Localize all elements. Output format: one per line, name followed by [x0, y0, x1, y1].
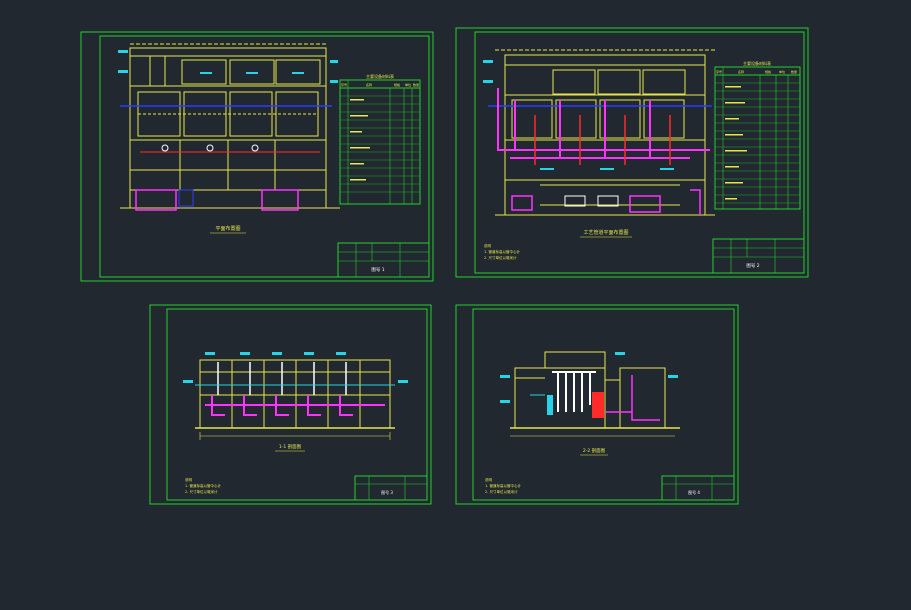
notes-2: 说明 1. 管道标高以管中心计 2. 尺寸单位以毫米计 — [484, 243, 520, 260]
svg-text:序号: 序号 — [716, 69, 722, 74]
svg-text:单位: 单位 — [779, 69, 785, 74]
material-table-1-title: 主要设备材料表 — [366, 73, 394, 79]
sheet-number-4: 图号 4 — [688, 489, 700, 495]
svg-text:说明: 说明 — [485, 477, 493, 482]
section-1-annotations — [183, 352, 408, 383]
svg-text:1. 管道标高以管中心计: 1. 管道标高以管中心计 — [485, 483, 521, 488]
section-1-pipes — [195, 362, 395, 416]
sheet-number-2: 图号 2 — [746, 263, 759, 269]
title-block-1: 图号 1 — [337, 242, 430, 278]
material-table-1-header: 序号 名称 规格 单位 数量 — [341, 82, 419, 87]
svg-text:2. 尺寸单位以毫米计: 2. 尺寸单位以毫米计 — [185, 489, 218, 494]
svg-text:2. 尺寸单位以毫米计: 2. 尺寸单位以毫米计 — [485, 489, 518, 494]
svg-text:单位: 单位 — [405, 82, 411, 87]
svg-text:数量: 数量 — [413, 82, 419, 87]
notes-3: 说明 1. 管道标高以管中心计 2. 尺寸单位以毫米计 — [185, 477, 221, 494]
section-2-annotations — [500, 352, 678, 403]
svg-text:名称: 名称 — [738, 69, 744, 74]
svg-text:名称: 名称 — [366, 82, 372, 87]
plan-annotations — [118, 50, 338, 83]
section-2-view — [510, 351, 680, 437]
drawing-sheet-section-2[interactable]: 2-2 剖面图 说明 1. 管道标高以管中心计 2. 尺寸单位以毫米计 图号 4 — [455, 304, 739, 505]
svg-text:序号: 序号 — [341, 82, 347, 87]
process-plan-view — [495, 49, 715, 216]
plan-pipes — [135, 144, 320, 211]
sheet-number-3: 图号 3 — [381, 489, 393, 495]
sheet-title-1: 平面布置图 — [215, 225, 240, 232]
svg-text:2. 尺寸单位以毫米计: 2. 尺寸单位以毫米计 — [484, 255, 517, 260]
sheet-title-3: 1-1 剖面图 — [279, 443, 302, 450]
drawing-sheet-section-1[interactable]: 1-1 剖面图 说明 1. 管道标高以管中心计 2. 尺寸单位以毫米计 图号 3 — [149, 304, 432, 505]
svg-text:规格: 规格 — [394, 82, 400, 87]
notes-4: 说明 1. 管道标高以管中心计 2. 尺寸单位以毫米计 — [485, 477, 521, 494]
material-table-1: 主要设备材料表 序号 名称 规格 单位 数量 — [339, 73, 421, 205]
svg-text:规格: 规格 — [765, 69, 771, 74]
section-2-pipes — [530, 371, 660, 421]
sheet-number-1: 图号 1 — [371, 267, 384, 273]
section-1-view — [195, 359, 395, 440]
svg-text:1. 管道标高以管中心计: 1. 管道标高以管中心计 — [484, 249, 520, 254]
drawing-sheet-process-plan[interactable]: 工艺管道平面布置图 主要设备材料表 序号 名称 规格 单位 数量 — [455, 27, 809, 278]
plan-view — [120, 43, 340, 209]
process-pipes — [497, 88, 710, 215]
svg-text:1. 管道标高以管中心计: 1. 管道标高以管中心计 — [185, 483, 221, 488]
process-annotations — [483, 60, 674, 170]
svg-text:数量: 数量 — [791, 69, 797, 74]
sheet-title-2: 工艺管道平面布置图 — [583, 229, 628, 236]
material-table-2-title: 主要设备材料表 — [743, 60, 771, 66]
drawing-sheet-plan[interactable]: 平面布置图 主要设备材料表 序号 名称 规格 单位 数量 — [80, 31, 434, 282]
material-table-2-header: 序号 名称 规格 单位 数量 — [716, 69, 797, 74]
title-block-4: 图号 4 — [661, 475, 735, 501]
title-block-2: 图号 2 — [712, 238, 805, 274]
title-block-3: 图号 3 — [354, 475, 428, 501]
svg-text:说明: 说明 — [484, 243, 492, 248]
material-table-2: 主要设备材料表 序号 名称 规格 单位 数量 — [714, 60, 801, 210]
svg-text:说明: 说明 — [185, 477, 192, 482]
sheet-title-4: 2-2 剖面图 — [583, 447, 606, 454]
